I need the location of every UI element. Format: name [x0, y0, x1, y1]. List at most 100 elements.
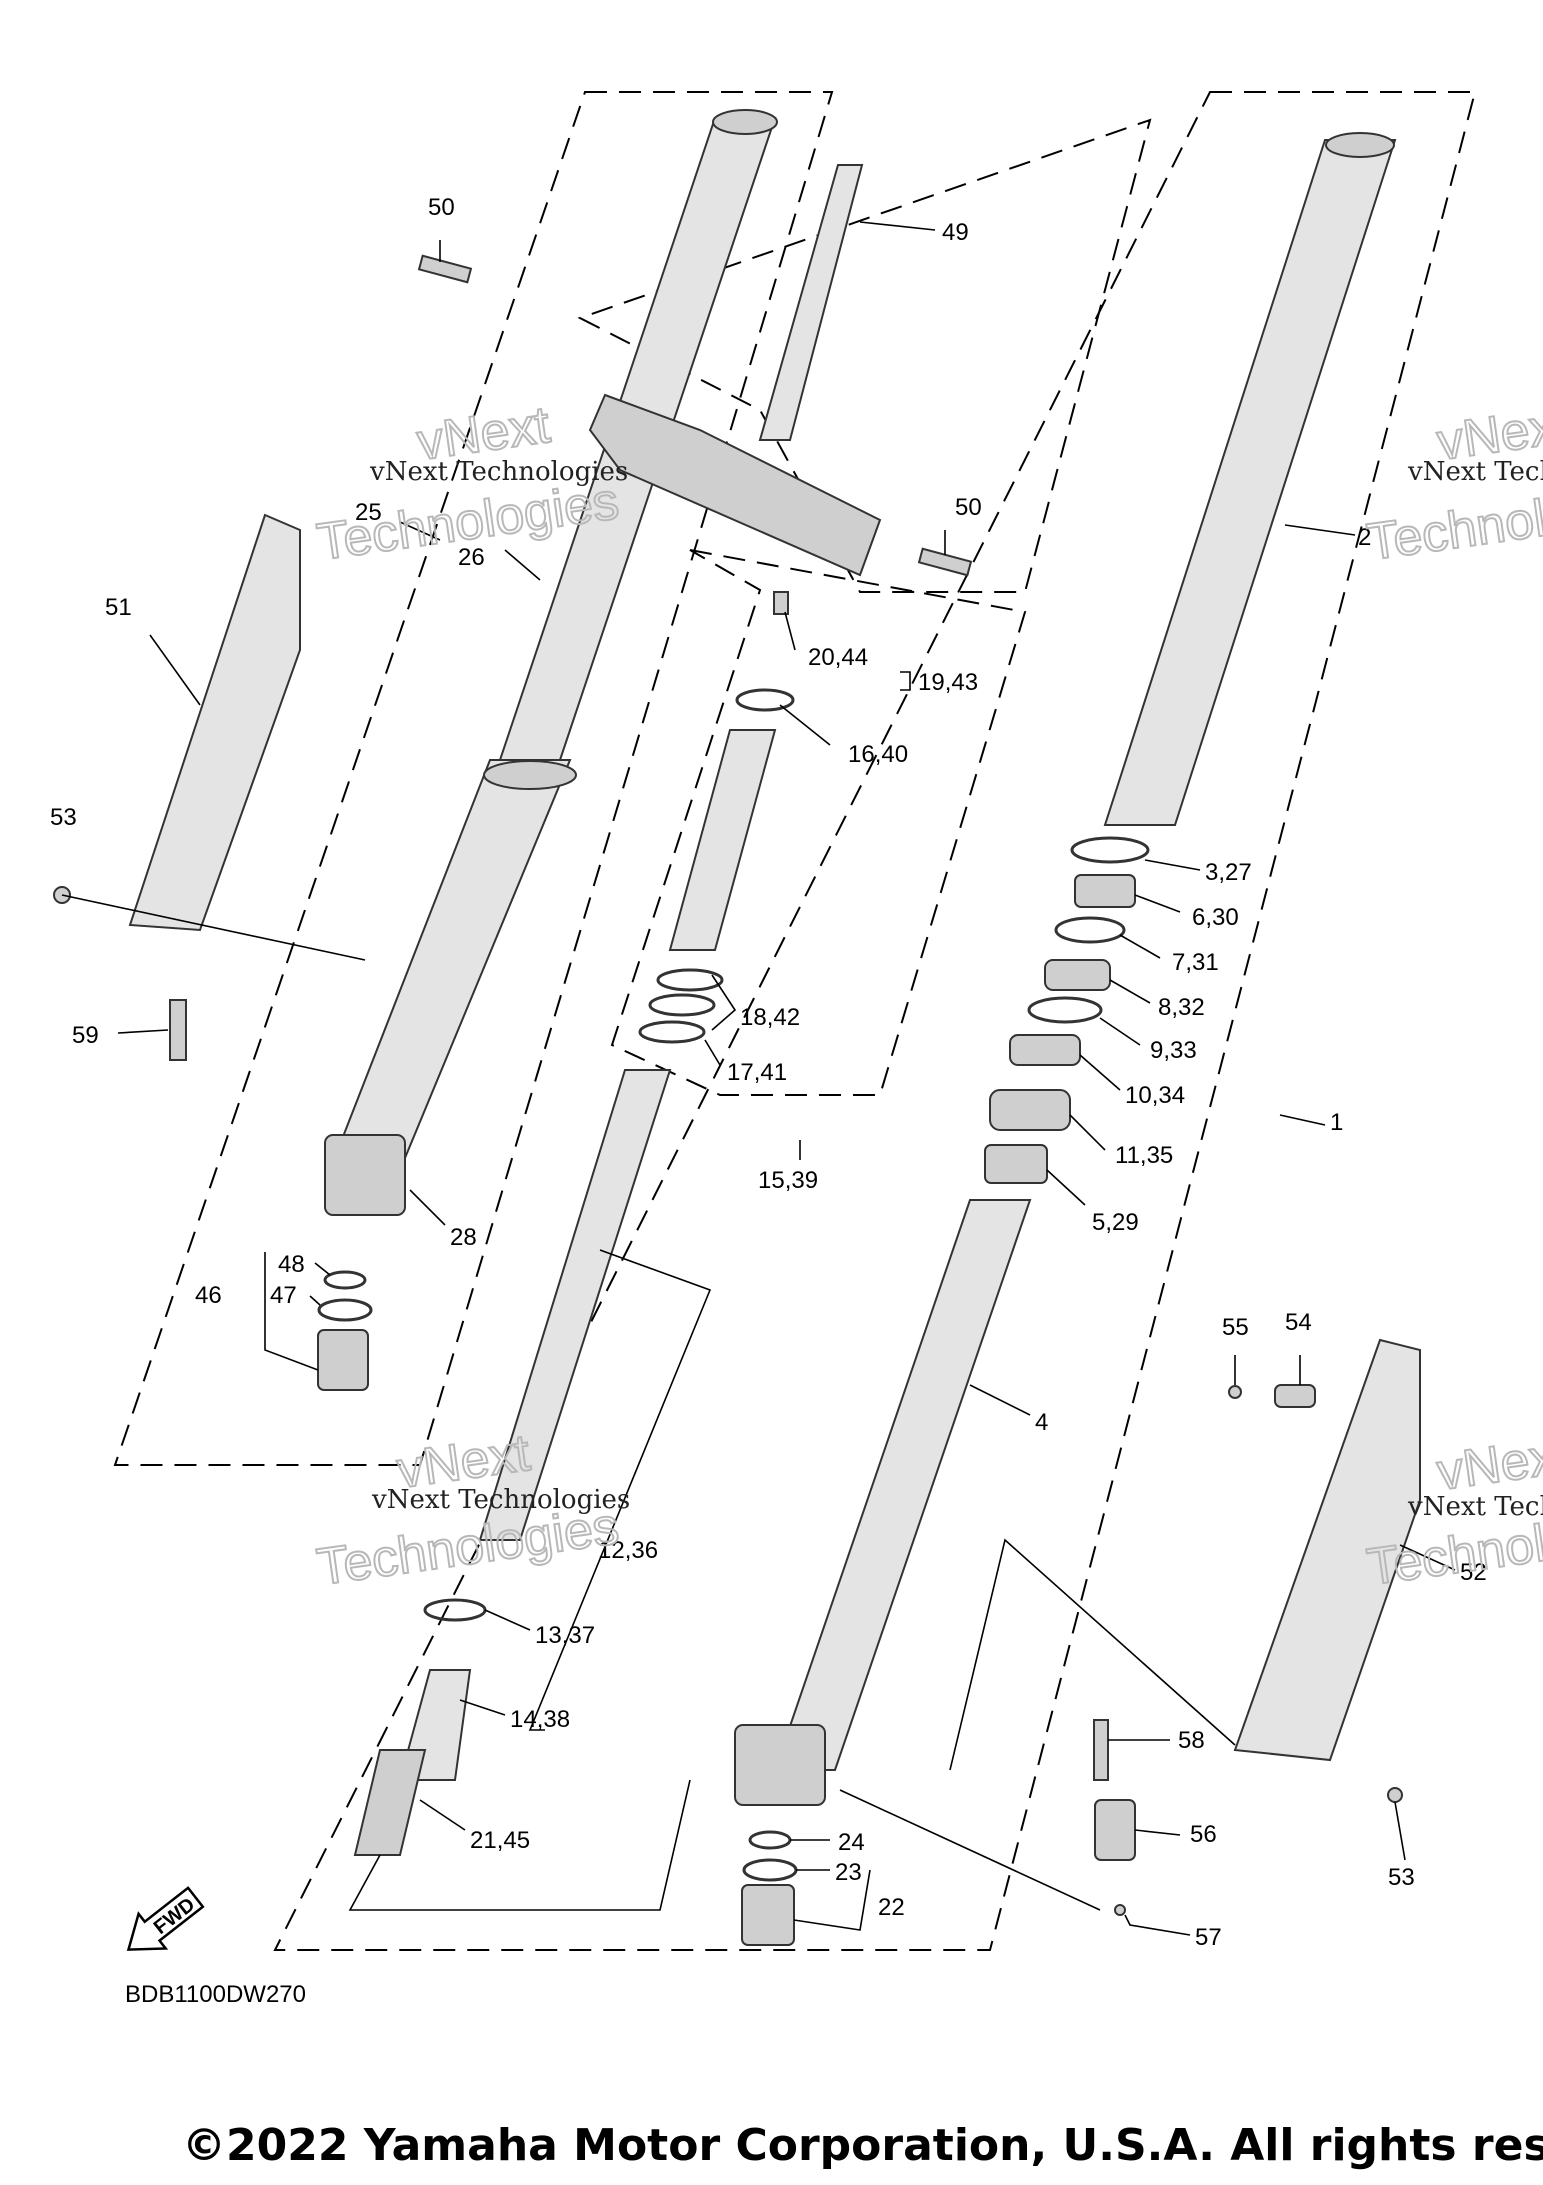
watermark-text-d: vNext Technologies — [1407, 1492, 1543, 1522]
leader-53b — [1394, 1801, 1406, 1861]
leader-12-bracket — [528, 1249, 712, 1731]
watermark-text-a: vNext Technologies — [369, 457, 628, 487]
leader-57 — [1124, 1914, 1191, 1936]
leader-16 — [779, 704, 831, 746]
part-54-clamp — [1274, 1384, 1316, 1408]
callout-7-31: 7,31 — [1172, 949, 1219, 976]
part-20-cap-bolt — [773, 591, 789, 615]
steering-stem — [758, 164, 864, 441]
callout-23: 23 — [835, 1859, 862, 1886]
cartridge-upper-body — [668, 729, 777, 951]
callout-3-27: 3,27 — [1205, 859, 1252, 886]
part-24-ring — [748, 1830, 792, 1850]
callout-8-32: 8,32 — [1158, 994, 1205, 1021]
watermark-text-b: vNext Technologies — [371, 1485, 630, 1515]
callout-13-37: 13,37 — [535, 1622, 595, 1649]
leader-52-axle — [949, 1538, 1236, 1771]
fwd-direction-arrow: FWD — [126, 1886, 205, 1951]
right-fork-assembly — [734, 132, 1397, 1946]
leader-axle-right — [839, 1789, 1101, 1911]
leader-52 — [1399, 1544, 1456, 1571]
part-55-nut — [1228, 1385, 1242, 1399]
boundary-triple-clamp — [577, 118, 1152, 593]
callout-56: 56 — [1190, 1821, 1217, 1848]
part-51-guard — [128, 513, 301, 932]
callout-6-30: 6,30 — [1192, 904, 1239, 931]
part-11-guide-bushing — [989, 1089, 1071, 1131]
callout-2: 2 — [1358, 524, 1371, 551]
callout-16-40: 16,40 — [848, 741, 908, 768]
leader-7 — [1119, 934, 1161, 959]
part-48-ring — [323, 1270, 367, 1290]
leader-13 — [484, 1609, 531, 1631]
part-21-spring — [353, 1749, 427, 1856]
leader-3 — [1144, 859, 1201, 871]
part-50-bolt-upper — [417, 254, 473, 284]
leader-28 — [409, 1189, 446, 1226]
callout-58: 58 — [1178, 1727, 1205, 1754]
callout-53-right: 53 — [1388, 1864, 1415, 1891]
part-4-inner-tube — [773, 1199, 1032, 1771]
leader-9 — [1099, 1017, 1141, 1046]
callout-15-39: 15,39 — [758, 1167, 818, 1194]
callout-26: 26 — [458, 544, 485, 571]
callout-24: 24 — [838, 1829, 865, 1856]
callout-47: 47 — [270, 1282, 297, 1309]
part-6-bushing — [1074, 874, 1136, 908]
leader-8 — [1109, 979, 1151, 1004]
boundary-left-fork — [113, 91, 834, 1466]
part-18-ring-b — [648, 993, 716, 1017]
callout-46: 46 — [195, 1282, 222, 1309]
part-56-bracket — [1094, 1799, 1136, 1861]
callout-50-upper: 50 — [428, 194, 455, 221]
part-3-ring — [1070, 836, 1150, 864]
leader-6 — [1134, 894, 1181, 913]
leader-26 — [504, 549, 541, 581]
part-8-seal — [1044, 959, 1111, 991]
callout-12-36: 12,36 — [598, 1537, 658, 1564]
leader-21-loop — [348, 1779, 691, 1911]
callout-1: 1 — [1330, 1109, 1343, 1136]
right-axle-bracket — [734, 1724, 826, 1806]
callout-57: 57 — [1195, 1924, 1222, 1951]
callout-49: 49 — [942, 219, 969, 246]
part-50-bolt-lower — [917, 547, 973, 577]
callout-17-41: 17,41 — [727, 1059, 787, 1086]
part-12-damper-rod — [478, 1069, 672, 1541]
part-16-ring — [735, 688, 795, 712]
leader-20 — [784, 611, 796, 651]
leader-19-bracket — [900, 671, 911, 691]
left-fork-seal-collar — [483, 760, 577, 790]
callout-21-45: 21,45 — [470, 1827, 530, 1854]
callout-4: 4 — [1035, 1409, 1048, 1436]
callout-52: 52 — [1460, 1559, 1487, 1586]
watermark-outline-2c: Technologies — [1364, 472, 1543, 572]
part-10-dust-seal — [1009, 1034, 1081, 1066]
part-2-outer-tube — [1103, 139, 1397, 826]
leader-53a — [61, 894, 366, 961]
leader-56 — [1134, 1829, 1181, 1836]
part-17-ring — [638, 1020, 706, 1044]
part-52-guard — [1233, 1338, 1421, 1762]
callout-54: 54 — [1285, 1309, 1312, 1336]
leader-4 — [969, 1384, 1031, 1416]
damper-cartridge-assembly — [353, 591, 795, 1856]
callout-55: 55 — [1222, 1314, 1249, 1341]
part-7-washer — [1054, 916, 1126, 944]
left-fork-guard — [53, 513, 301, 932]
part-57-screw — [1114, 1904, 1126, 1916]
leader-5 — [1046, 1169, 1086, 1206]
callout-25: 25 — [355, 499, 382, 526]
leader-14 — [459, 1699, 506, 1716]
leader-1 — [1279, 1114, 1326, 1126]
callout-5-29: 5,29 — [1092, 1209, 1139, 1236]
left-axle-bracket — [324, 1134, 406, 1216]
part-59-bolt — [169, 999, 187, 1061]
part-46-axle-nut — [317, 1329, 369, 1391]
callout-22: 22 — [878, 1894, 905, 1921]
callout-59: 59 — [72, 1022, 99, 1049]
left-fork-top-cap — [712, 109, 778, 135]
callout-labels: 1 2 3,27 4 5,29 6,30 7,31 8,32 9,33 10,3… — [50, 194, 1487, 1951]
leader-47 — [309, 1295, 321, 1306]
